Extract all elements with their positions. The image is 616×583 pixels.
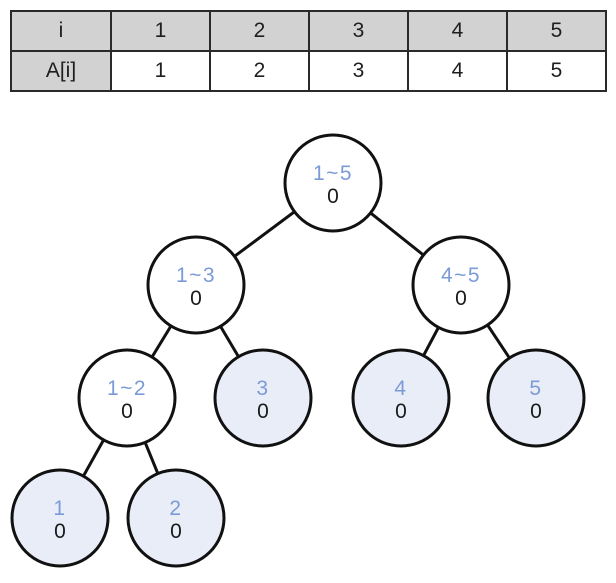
- tree-node-4: 40: [351, 348, 451, 448]
- table-cell-i-1: 1: [110, 10, 211, 52]
- node-value: 0: [257, 400, 269, 423]
- node-circle: [351, 348, 451, 448]
- tree-node-2: 20: [126, 468, 226, 568]
- node-circle: [126, 468, 226, 568]
- node-circle: [283, 133, 383, 233]
- node-circle: [213, 348, 313, 448]
- table-cell-ai-1: 1: [110, 50, 211, 92]
- node-range-label: 5: [529, 377, 542, 400]
- table-cell-ai-2: 2: [209, 50, 310, 92]
- node-range-label: 4~5: [441, 264, 481, 287]
- table-cell-i-3: 3: [308, 10, 409, 52]
- node-range-label: 1: [53, 497, 66, 520]
- node-value: 0: [190, 287, 202, 310]
- node-value: 0: [455, 287, 467, 310]
- tree-node-1: 10: [10, 468, 110, 568]
- node-value: 0: [530, 400, 542, 423]
- tree-node-4~5: 4~50: [411, 235, 511, 335]
- node-circle: [486, 348, 586, 448]
- array-table: i 1 2 3 4 5 A[i] 1 2 3 4 5: [10, 10, 607, 92]
- table-cell-ai-5: 5: [506, 50, 607, 92]
- tree-node-1~2: 1~20: [77, 348, 177, 448]
- node-range-label: 2: [169, 497, 182, 520]
- node-circle: [77, 348, 177, 448]
- table-cell-i-label: i: [10, 10, 112, 52]
- node-range-label: 1~5: [313, 162, 353, 185]
- node-range-label: 4: [394, 377, 407, 400]
- node-range-label: 1~2: [107, 377, 147, 400]
- table-cell-ai-4: 4: [407, 50, 508, 92]
- tree-node-1~5: 1~50: [283, 133, 383, 233]
- node-circle: [411, 235, 511, 335]
- node-value: 0: [170, 520, 182, 543]
- table-header-row: i 1 2 3 4 5: [10, 10, 607, 52]
- node-value: 0: [121, 400, 133, 423]
- table-cell-i-5: 5: [506, 10, 607, 52]
- node-circle: [146, 235, 246, 335]
- table-cell-i-4: 4: [407, 10, 508, 52]
- tree-node-1~3: 1~30: [146, 235, 246, 335]
- table-value-row: A[i] 1 2 3 4 5: [10, 50, 607, 92]
- table-cell-i-2: 2: [209, 10, 310, 52]
- node-circle: [10, 468, 110, 568]
- tree-node-5: 50: [486, 348, 586, 448]
- table-cell-ai-label: A[i]: [10, 50, 112, 92]
- node-range-label: 1~3: [176, 264, 216, 287]
- node-value: 0: [54, 520, 66, 543]
- table-cell-ai-3: 3: [308, 50, 409, 92]
- tree-node-3: 30: [213, 348, 313, 448]
- node-range-label: 3: [256, 377, 269, 400]
- node-value: 0: [327, 185, 339, 208]
- node-value: 0: [395, 400, 407, 423]
